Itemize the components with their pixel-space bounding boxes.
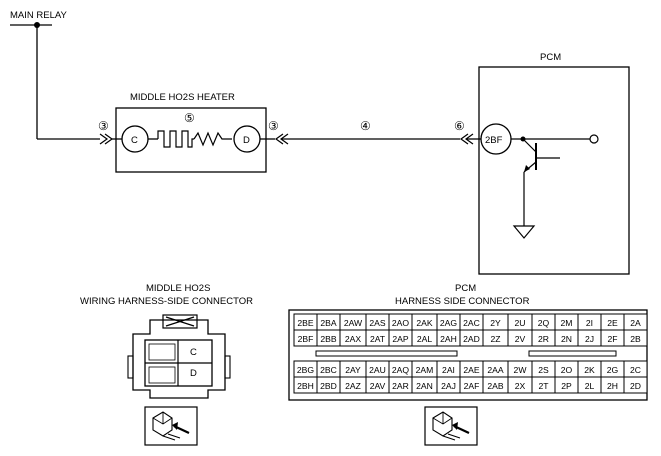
pcm-pin-label: 2AL bbox=[417, 334, 433, 344]
pcm-pin-label: 2N bbox=[561, 334, 572, 344]
pcm-terminal-icon bbox=[589, 134, 599, 144]
pcm-pin-label: 2AK bbox=[416, 318, 433, 328]
pcm-pin-label: 2G bbox=[607, 365, 619, 375]
pcm-pin-label: 2C bbox=[630, 365, 641, 375]
pcm-pin-label: 2Y bbox=[490, 318, 501, 328]
pcm-pin-label: 2AA bbox=[487, 365, 504, 375]
pcm-pin-label: 2AN bbox=[416, 381, 433, 391]
transistor-collector bbox=[522, 138, 537, 153]
pcm-pin-label: 2V bbox=[515, 334, 526, 344]
ground-icon bbox=[512, 225, 536, 239]
pcm-connector-key-right bbox=[528, 350, 617, 357]
pcm-pin-label: 2T bbox=[538, 381, 549, 391]
pcm-pin-label: 2K bbox=[584, 365, 595, 375]
heater-pin-d-label: D bbox=[243, 135, 250, 146]
pcm-pin-label: 2BD bbox=[320, 381, 337, 391]
pcm-pin-cell bbox=[623, 376, 648, 394]
heater-connector-title-2: WIRING HARNESS-SIDE CONNECTOR bbox=[80, 296, 253, 307]
pcm-pin-label: 2BE bbox=[297, 318, 314, 328]
pcm-pin-label: 2U bbox=[515, 318, 526, 328]
pcm-pin-label: 2AX bbox=[345, 334, 362, 344]
pcm-pin-label: 2AH bbox=[440, 334, 457, 344]
harness-plug-icon-left bbox=[144, 406, 198, 446]
heater-left-connector-icon bbox=[99, 133, 114, 145]
pcm-pin-label: 2BC bbox=[320, 365, 337, 375]
transistor-arrow-icon bbox=[524, 165, 530, 172]
pcm-pin-label: 2F bbox=[607, 334, 617, 344]
callout-3-left: ③ bbox=[98, 119, 109, 133]
harness-plug-icon-right bbox=[424, 406, 478, 446]
heater-connector-pin-c: C bbox=[190, 347, 197, 358]
pcm-pin-label: 2O bbox=[561, 365, 573, 375]
pcm-pin-label: 2AP bbox=[392, 334, 409, 344]
pcm-pin-label: 2R bbox=[538, 334, 549, 344]
pcm-pin-label: 2P bbox=[561, 381, 572, 391]
pcm-pin-label: 2X bbox=[515, 381, 526, 391]
pcm-pin-label: 2I bbox=[586, 318, 593, 328]
pcm-pin-label: 2L bbox=[585, 381, 595, 391]
pcm-pin-label: 2BA bbox=[320, 318, 337, 328]
pcm-pin-label: 2BG bbox=[297, 365, 315, 375]
heater-pin-c-label: C bbox=[131, 135, 138, 146]
pcm-pin-2bf-label: 2BF bbox=[485, 135, 503, 146]
pcm-pin-label: 2B bbox=[630, 334, 641, 344]
pcm-pin-label: 2AI bbox=[442, 365, 455, 375]
heater-connector-face bbox=[127, 314, 231, 399]
callout-6: ⑥ bbox=[454, 119, 465, 133]
pcm-pin-label: 2M bbox=[561, 318, 573, 328]
pcm-pin-label: 2AV bbox=[370, 381, 386, 391]
pcm-pin-label: 2S bbox=[538, 365, 549, 375]
heater-title: MIDDLE HO2S HEATER bbox=[130, 92, 235, 103]
heater-connector-title-1: MIDDLE HO2S bbox=[146, 283, 210, 294]
pcm-pin-label: 2E bbox=[607, 318, 618, 328]
heater-element-icon bbox=[157, 130, 194, 148]
pcm-pin-label: 2BH bbox=[297, 381, 314, 391]
pcm-connector-frame bbox=[288, 309, 648, 401]
pcm-pin-label: 2AS bbox=[369, 318, 386, 328]
pcm-pin-label: 2W bbox=[514, 365, 528, 375]
pcm-pin-label: 2AT bbox=[370, 334, 386, 344]
pcm-pin-label: 2AC bbox=[463, 318, 480, 328]
pcm-pin-cell bbox=[623, 329, 648, 347]
pcm-connector-grid: 2BE 2BA 2AW 2AS 2AO 2AK 2AG 2AC 2Y 2U 2Q 2M 2I 2E 2A 2B… bbox=[293, 313, 648, 394]
pcm-pin-label: 2AM bbox=[416, 365, 434, 375]
pcm-pin-label: 2AD bbox=[463, 334, 480, 344]
pcm-pin-label: 2BB bbox=[320, 334, 337, 344]
pcm-pin-label: 2A bbox=[630, 318, 641, 328]
pcm-pin-label: 2Z bbox=[490, 334, 500, 344]
pcm-connector-title-1: PCM bbox=[455, 283, 476, 294]
heater-box bbox=[115, 107, 267, 173]
pcm-pin-label: 2AO bbox=[392, 318, 410, 328]
resistor-icon bbox=[193, 131, 232, 147]
pcm-connector-key-left bbox=[315, 350, 458, 357]
callout-5: ⑤ bbox=[184, 111, 195, 125]
pcm-pin-label: 2AW bbox=[344, 318, 363, 328]
pcm-pin-label: 2AB bbox=[487, 381, 504, 391]
pcm-connector-title-2: HARNESS SIDE CONNECTOR bbox=[395, 296, 530, 307]
pcm-pin-label: 2H bbox=[607, 381, 618, 391]
pcm-pin-label: 2AR bbox=[392, 381, 409, 391]
pcm-pin-label: 2AU bbox=[369, 365, 386, 375]
pcm-pin-label: 2AE bbox=[463, 365, 480, 375]
main-relay-label: MAIN RELAY bbox=[10, 10, 68, 21]
pcm-pin-label: 2BF bbox=[298, 334, 314, 344]
heater-connector-pin-d: D bbox=[190, 368, 197, 379]
pcm-box bbox=[478, 66, 630, 275]
pcm-pin-label: 2AZ bbox=[345, 381, 361, 391]
pcm-title: PCM bbox=[540, 52, 561, 63]
pcm-pin-label: 2AQ bbox=[392, 365, 410, 375]
pcm-pin-label: 2AY bbox=[345, 365, 361, 375]
pcm-pin-label: 2AF bbox=[464, 381, 480, 391]
pcm-pin-label: 2AJ bbox=[441, 381, 456, 391]
callout-3-right: ③ bbox=[268, 119, 279, 133]
pcm-pin-label: 2J bbox=[585, 334, 594, 344]
pcm-pin-label: 2D bbox=[630, 381, 641, 391]
pcm-pin-label: 2Q bbox=[538, 318, 550, 328]
callout-4: ④ bbox=[360, 119, 371, 133]
pcm-pin-label: 2AG bbox=[440, 318, 458, 328]
